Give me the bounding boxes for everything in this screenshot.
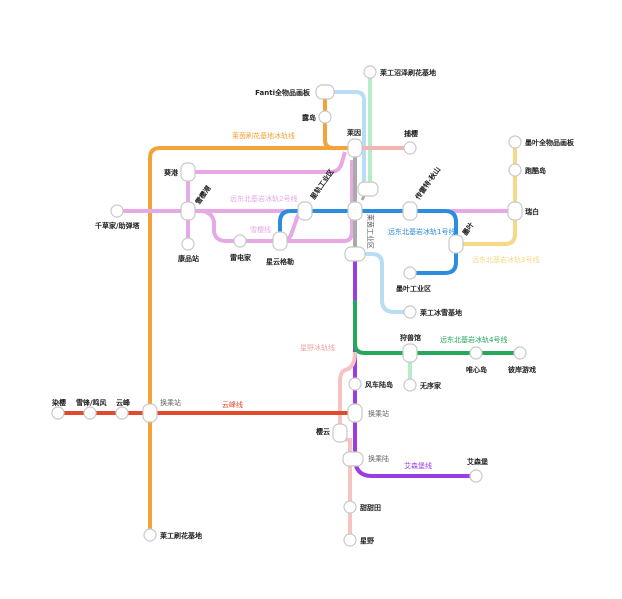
station-yunfeng[interactable] [115,406,129,420]
station-aisenbao[interactable] [469,469,483,483]
station-yingyun[interactable] [332,423,348,443]
label-ruibai: 瑞白 [525,207,539,216]
xueying-line-right [280,160,354,243]
station-weixin[interactable] [469,346,483,360]
label-yingyun: 樱云 [315,427,330,436]
station-laigong-ice[interactable] [403,305,417,319]
label-laigong-flower: 莱工刷花基地 [160,531,202,540]
station-ludao[interactable] [318,110,332,124]
label-yaoyao: 跑酷岛 [525,166,546,175]
label-laiyin: 莱因 [347,128,361,137]
station-xingyun-gebo[interactable] [272,231,288,251]
label-moye-full-board: 墨叶全物品画板 [525,138,575,147]
station-leigong-shadow-base[interactable] [363,65,377,79]
station-transfer-2[interactable] [342,451,364,467]
label-xueying-gang: 雪樱港 [193,183,213,206]
station-laiyin-industry[interactable] [347,201,363,221]
station-shouhun[interactable] [402,343,418,363]
linelabel-north3: 远东北基岩冰轨3号线 [472,255,539,264]
label-fengche: 风车陆岛 [365,380,393,389]
label-aisenbao: 艾森堡 [467,457,489,466]
label-buying: 捕樱 [404,129,418,138]
station-xuelaite[interactable] [402,201,418,221]
label-kuigang: 葵港 [164,168,179,177]
label-xuelaite: 传雷特·秋山 [413,165,443,202]
label-shouhun: 狩兽馆 [400,333,421,342]
lightblue-line [325,90,366,188]
label-transfer-2: 换乘陆 [368,454,389,463]
station-laiyin[interactable] [347,138,363,158]
station-grey-top[interactable] [357,181,379,197]
station-fanti-gallery[interactable] [315,84,335,100]
station-xuefeng[interactable] [83,406,97,420]
lightblue-line-lower [355,252,410,314]
station-kangpin[interactable] [181,237,195,251]
blue-line-1 [278,209,458,275]
green-line-4 [353,300,520,355]
station-qiancaojia[interactable] [110,204,124,218]
linelabel-pink-vertical: 星野冰轨线 [300,343,335,352]
station-wuxujia[interactable] [403,378,417,392]
label-laigong-ice: 莱工冰雪基地 [420,308,462,317]
label-qiancaojia: 千草家/助弹塔 [95,221,141,230]
station-buying[interactable] [403,141,417,155]
station-laigong-flower[interactable] [143,528,157,542]
yellow-line-3 [456,142,517,246]
station-laiyin-south[interactable] [344,246,366,262]
label-ranying: 染樱 [52,398,66,407]
station-transfer-west[interactable] [142,403,158,423]
linelabel-north2: 远东北基岩冰轨2号线 [230,194,297,203]
label-kangpin: 康品站 [178,254,199,263]
linelabel-vertical-gray: 莱茵工业区 [366,214,375,249]
label-transfer-1: 换乘站 [368,409,389,418]
label-ludao: 露岛 [302,113,316,122]
label-moye: 墨叶 [460,221,475,238]
station-moye-full-board[interactable] [508,135,522,149]
label-xingyun: 星云格勒 [266,257,294,266]
station-ranying[interactable] [51,406,65,420]
station-tiantian[interactable] [343,500,357,514]
linelabel-fan-flower: 莱茵刷花基地冰轨线 [232,131,295,140]
linelabel-sakura: 雪樱线 [250,225,271,234]
label-yunfeng: 云峰 [116,398,131,407]
linelabel-yunfeng: 云峰线 [222,400,243,409]
orange-line [148,92,355,535]
xueying-line [199,209,309,243]
label-moye-industry: 墨叶工业区 [396,284,431,293]
station-transfer-1[interactable] [347,403,363,423]
station-moye[interactable] [448,234,464,254]
label-leigong-shadow-base: 莱工沼泽刷花基地 [380,68,436,77]
label-wuxujia: 无序家 [419,381,442,390]
station-bian-games[interactable] [513,346,527,360]
station-fengche[interactable] [348,377,362,391]
station-xingye[interactable] [343,533,357,547]
label-transfer-west: 换乘站 [160,398,181,407]
station-xuedianjia[interactable] [233,234,247,248]
label-xuefeng: 雪锋/鸣风 [76,398,107,407]
label-xuedianjia: 雷电家 [230,253,252,262]
label-weixin: 唯心岛 [466,365,487,374]
violet-line-a [188,151,347,174]
linelabel-aisen: 艾森堡线 [404,461,432,470]
label-tiantian: 甜甜田 [360,503,381,512]
station-fengxin-industry[interactable] [297,201,313,221]
station-moye-industry[interactable] [403,266,417,280]
label-fanti: Fanti全物品画板 [255,88,311,97]
station-yaoyao[interactable] [508,163,522,177]
linelabel-north4: 远东北基岩冰轨4号线 [440,335,507,344]
linelabel-north1: 远东北基岩冰轨1号线 [388,227,455,236]
station-kuigang[interactable] [180,162,196,182]
label-bian: 彼岸游戏 [508,365,536,374]
label-xingye: 星野 [360,536,374,545]
station-ruibai[interactable] [507,201,523,221]
station-xueying-gang[interactable] [180,201,196,221]
